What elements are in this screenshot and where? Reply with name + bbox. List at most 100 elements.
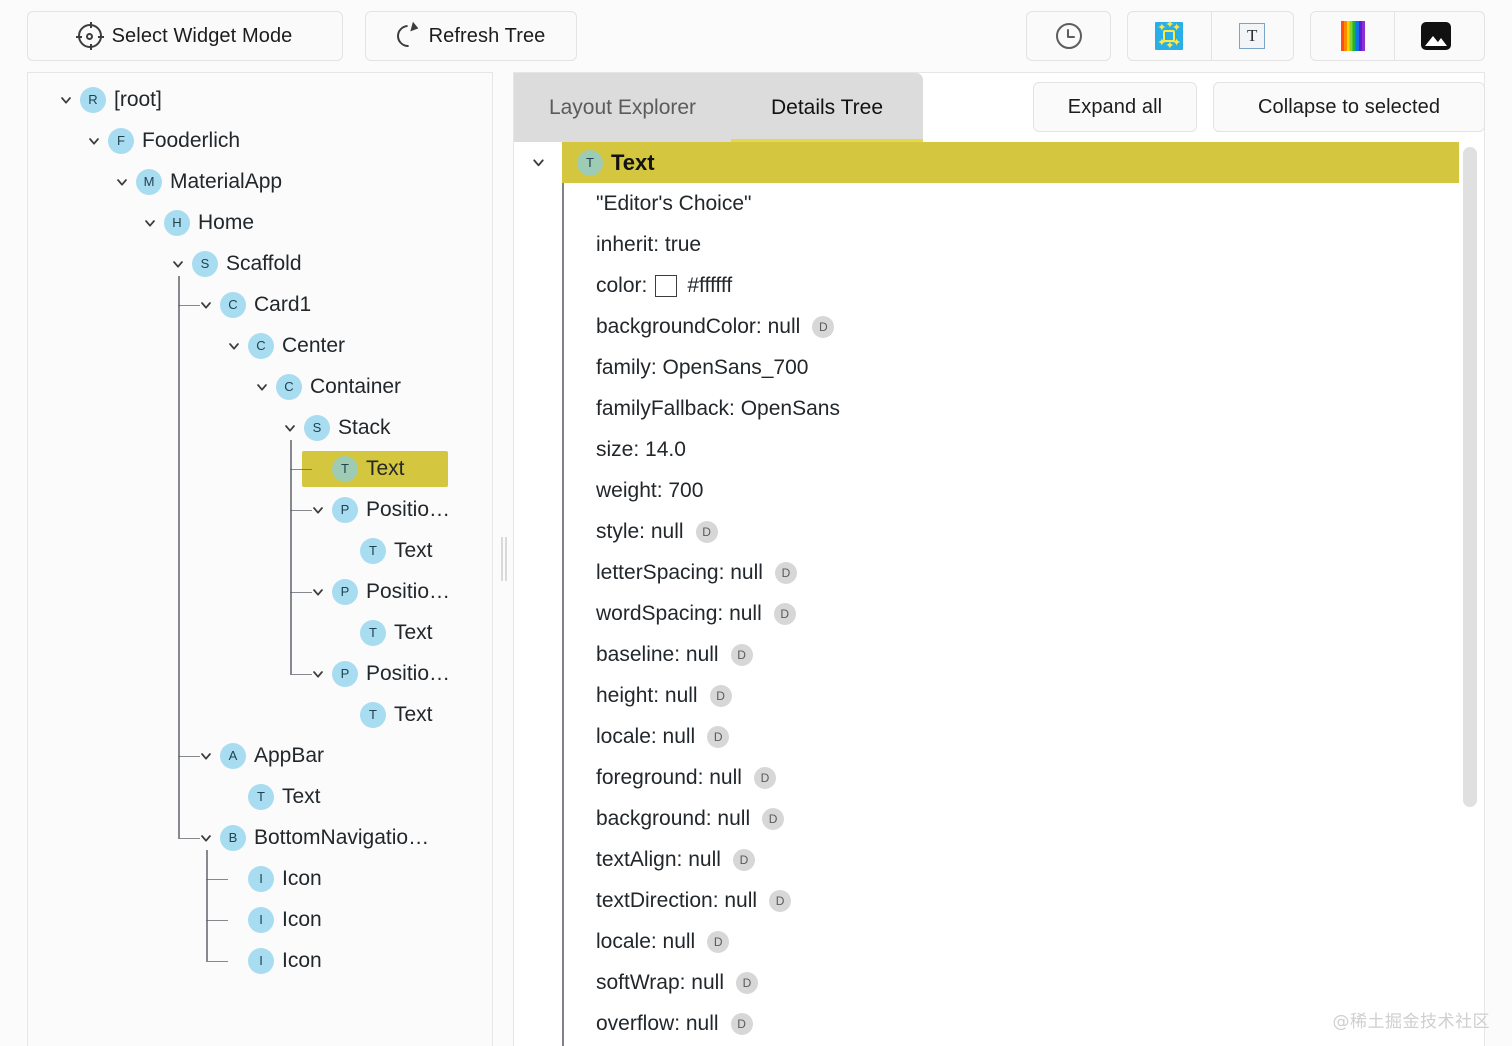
tab-layout-explorer[interactable]: Layout Explorer [514,73,731,142]
chevron-down-icon[interactable] [194,744,218,768]
watermark: @稀土掘金技术社区 [1332,1012,1490,1032]
node-type-badge: A [220,742,246,769]
chevron-down-icon[interactable] [194,293,218,317]
chevron-down-icon[interactable] [306,498,330,522]
details-selected-node[interactable]: T Text [532,142,1459,183]
tree-guide-line [178,837,200,840]
diagnostic-badge: D [730,643,753,666]
chevron-down-icon[interactable] [222,334,246,358]
invert-oversized-images-button[interactable] [1394,12,1477,60]
property-row[interactable]: "Editor's Choice" [514,183,1484,224]
repaint-rainbow-button[interactable] [1311,12,1394,60]
property-text: size: 14.0 [596,437,686,461]
select-widget-mode-button[interactable]: Select Widget Mode [27,11,343,61]
performance-overlay-button[interactable] [1027,12,1110,60]
property-row[interactable]: weight: 700 [514,470,1484,511]
tree-node-label: Icon [282,948,322,972]
property-text: weight: 700 [596,478,704,502]
collapse-to-selected-button[interactable]: Collapse to selected [1213,82,1485,132]
expand-all-button[interactable]: Expand all [1033,82,1197,132]
chevron-down-icon[interactable] [278,416,302,440]
property-row[interactable]: inherit: true [514,224,1484,265]
property-row[interactable]: color:#ffffff [514,265,1484,306]
chevron-down-icon[interactable] [110,170,134,194]
chevron-down-icon[interactable] [166,252,190,276]
panel-splitter[interactable] [495,72,513,1046]
sparkles-icon: ✦ ✦ ✦ ✦ ✦ ✦ [1155,19,1184,52]
tree-node-label: [root] [114,87,162,111]
property-row[interactable]: familyFallback: OpenSans [514,388,1484,429]
chevron-down-icon[interactable] [194,826,218,850]
refresh-tree-label: Refresh Tree [428,24,546,47]
property-row[interactable]: family: OpenSans_700 [514,347,1484,388]
chevron-down-icon[interactable] [526,154,550,171]
chevron-down-icon[interactable] [54,88,78,112]
chevron-down-icon[interactable] [306,580,330,604]
tree-node-label: Positio… [366,661,451,685]
tree-guide-line [290,509,312,512]
rainbow-icon [1340,21,1365,51]
property-row[interactable]: size: 14.0 [514,429,1484,470]
tree-node-label: Text [366,456,405,480]
node-type-badge: T [332,455,358,482]
node-type-badge: P [332,496,358,523]
tree-node-label: Card1 [254,292,312,316]
text-guidelines-button[interactable]: T [1210,12,1294,60]
tree-guide-line [206,849,208,961]
chevron-down-icon[interactable] [82,129,106,153]
tree-node-root[interactable]: R[root] [28,79,492,120]
details-selected-node-label: Text [611,149,655,175]
diagnostic-badge: D [774,561,797,584]
node-type-badge: F [108,127,134,154]
refresh-tree-button[interactable]: Refresh Tree [365,11,577,61]
property-text: overflow: null [596,1011,719,1035]
chevron-down-icon[interactable] [138,211,162,235]
clock-icon [1055,23,1082,49]
chevron-down-icon[interactable] [250,375,274,399]
details-scrollbar[interactable] [1463,147,1477,807]
baseline-guidelines-button[interactable]: ✦ ✦ ✦ ✦ ✦ ✦ [1128,12,1211,60]
tab-details-tree[interactable]: Details Tree [731,73,923,142]
chevron-down-icon[interactable] [306,662,330,686]
node-type-badge: T [360,537,386,564]
tree-node-text[interactable]: T Text [28,448,492,489]
